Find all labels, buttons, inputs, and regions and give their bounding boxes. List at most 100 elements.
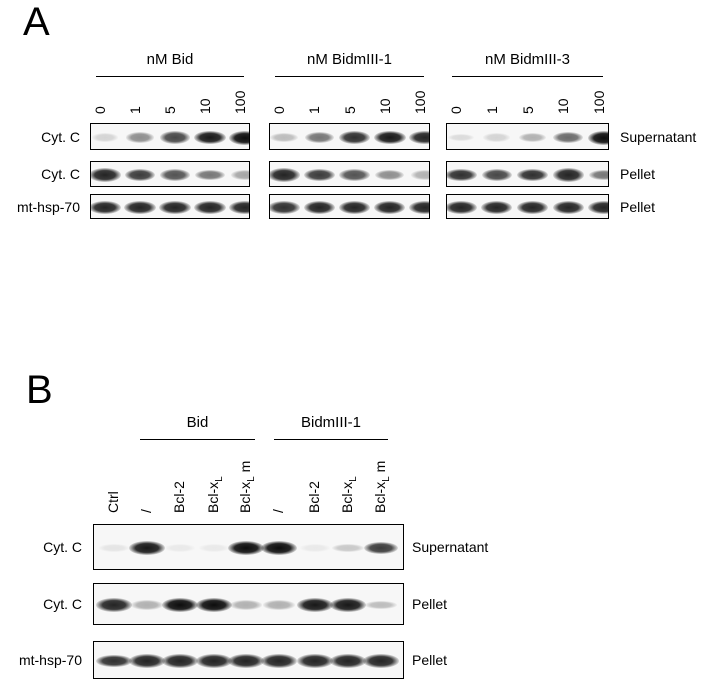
panel-a-band bbox=[124, 168, 156, 182]
panel-b-letter: B bbox=[26, 368, 53, 412]
panel-b-lane-label: Bcl-2 bbox=[171, 481, 187, 513]
panel-a-blot bbox=[269, 194, 430, 219]
panel-a-band bbox=[91, 168, 121, 182]
panel-a-lane-label: 100 bbox=[591, 90, 607, 114]
panel-a-row-label: Cyt. C bbox=[41, 166, 80, 182]
panel-b-row-label: Cyt. C bbox=[43, 596, 82, 612]
panel-b-band bbox=[228, 654, 264, 668]
panel-a-blot bbox=[269, 123, 430, 150]
panel-a-band bbox=[229, 130, 249, 145]
panel-a-group-label: nM BidmIII-1 bbox=[306, 51, 393, 68]
panel-a-lane-label: 5 bbox=[519, 106, 536, 114]
panel-a-fraction-label: Supernatant bbox=[620, 128, 697, 145]
panel-b-band bbox=[162, 598, 198, 612]
panel-a-band bbox=[481, 200, 513, 215]
panel-b-lane-main: Bcl-2 bbox=[171, 481, 187, 513]
panel-a-blot bbox=[90, 161, 250, 187]
panel-a-lane-label: 1 bbox=[306, 106, 323, 114]
panel-b-lane-label: Bcl-xL m bbox=[237, 461, 257, 513]
panel-a-group-line bbox=[452, 76, 603, 77]
panel-a-band bbox=[125, 132, 155, 143]
panel-b-lane-subscript: L bbox=[213, 476, 225, 482]
panel-b-group-line bbox=[274, 439, 388, 440]
panel-b-lane-main: Bcl-x bbox=[339, 481, 355, 513]
panel-a-band bbox=[447, 200, 477, 215]
panel-a-band bbox=[303, 200, 335, 215]
panel-b-lane-suffix: m bbox=[372, 460, 388, 477]
panel-a-band bbox=[338, 200, 371, 215]
panel-b-band bbox=[365, 600, 397, 610]
panel-a-lane-label: 100 bbox=[232, 90, 248, 114]
panel-a-band bbox=[553, 131, 584, 144]
panel-b-fraction-label: Pellet bbox=[412, 652, 448, 668]
panel-a-band bbox=[516, 200, 549, 215]
panel-b-group-label: Bid bbox=[186, 414, 209, 431]
panel-b-band bbox=[196, 654, 232, 668]
panel-b-row-label: mt-hsp-70 bbox=[18, 652, 82, 668]
panel-a-band bbox=[588, 130, 608, 145]
panel-b-band bbox=[297, 654, 333, 668]
panel-b-lane-label: Ctrl bbox=[105, 491, 121, 513]
panel-a-lane-label: 1 bbox=[483, 106, 500, 114]
panel-a-band bbox=[552, 200, 584, 215]
panel-b-band bbox=[299, 544, 331, 552]
panel-a-lane-label: 10 bbox=[376, 98, 393, 114]
panel-b-band bbox=[196, 598, 232, 612]
panel-a-group-line bbox=[96, 76, 244, 77]
panel-a-band bbox=[230, 170, 249, 180]
panel-a-band bbox=[91, 200, 121, 215]
panel-a-band bbox=[411, 170, 429, 180]
panel-b-lane-subscript: L bbox=[245, 476, 257, 482]
panel-a-band bbox=[91, 133, 119, 142]
panel-a-band bbox=[373, 130, 406, 145]
panel-b-band bbox=[332, 543, 364, 553]
panel-a-band bbox=[447, 168, 477, 182]
panel-b-blot bbox=[93, 641, 404, 679]
panel-a-band bbox=[270, 168, 300, 182]
panel-b-lane-label: Bcl-xL m bbox=[372, 460, 392, 513]
panel-a-band bbox=[194, 200, 226, 215]
panel-a-band bbox=[483, 133, 511, 142]
panel-a-fraction-label: Pellet bbox=[620, 166, 656, 182]
panel-a-band bbox=[518, 132, 547, 143]
panel-a-lane-label: 5 bbox=[162, 106, 178, 114]
panel-b-group-label: BidmIII-1 bbox=[300, 414, 361, 431]
panel-b-band bbox=[363, 541, 399, 555]
panel-b-lane-main: Ctrl bbox=[105, 491, 121, 513]
panel-a-band bbox=[339, 169, 370, 181]
panel-a-lane-label: 10 bbox=[197, 98, 213, 114]
panel-a-blot bbox=[90, 194, 250, 219]
panel-b-lane-main: Bcl-x bbox=[372, 481, 388, 513]
panel-a-band bbox=[481, 168, 512, 182]
panel-a-band bbox=[516, 168, 549, 182]
panel-a-band bbox=[159, 169, 191, 181]
panel-a-lane-label: 1 bbox=[127, 106, 143, 114]
panel-a-band bbox=[229, 200, 249, 215]
panel-a-lane-label: 0 bbox=[92, 106, 108, 114]
panel-b-band bbox=[96, 654, 132, 668]
panel-a-lane-label: 5 bbox=[341, 106, 358, 114]
panel-a-lane-label: 0 bbox=[448, 106, 464, 114]
panel-b-fraction-label: Supernatant bbox=[412, 539, 489, 555]
panel-a-blot bbox=[269, 161, 430, 187]
panel-b-band bbox=[129, 654, 165, 668]
panel-a-band bbox=[124, 200, 156, 215]
panel-a-fraction-label: Pellet bbox=[620, 198, 656, 215]
panel-a-band bbox=[409, 130, 429, 145]
panel-a-band bbox=[159, 200, 191, 215]
panel-a-blot bbox=[446, 194, 609, 219]
panel-b-band bbox=[230, 600, 262, 610]
panel-b-band bbox=[96, 598, 132, 612]
panel-a-band bbox=[338, 131, 371, 144]
panel-a-lane-label: 0 bbox=[271, 106, 287, 114]
panel-a-band bbox=[447, 133, 475, 142]
panel-b-lane-label: Bcl-xL bbox=[339, 476, 359, 513]
panel-b-band bbox=[261, 541, 297, 555]
panel-b-blot bbox=[93, 524, 404, 570]
panel-b-band bbox=[131, 600, 163, 610]
panel-b-band bbox=[162, 654, 198, 668]
panel-a-band bbox=[303, 168, 335, 182]
panel-b-band bbox=[98, 544, 130, 552]
panel-a-blot bbox=[446, 123, 609, 150]
panel-a-band bbox=[270, 201, 300, 214]
